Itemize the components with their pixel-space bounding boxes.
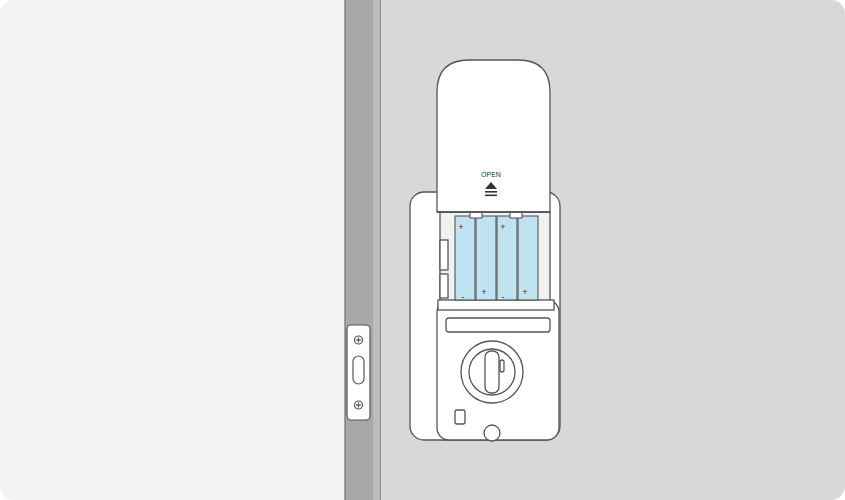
polarity-mark: + <box>481 288 486 297</box>
polarity-mark: + <box>522 288 527 297</box>
polarity-mark: - <box>502 293 505 302</box>
polarity-mark: - <box>462 293 465 302</box>
polarity-mark: + <box>500 223 505 232</box>
polarity-mark: + <box>458 223 463 232</box>
battery-cover <box>437 60 550 212</box>
background <box>0 0 345 500</box>
open-arrow <box>485 182 497 196</box>
door-edge <box>345 0 373 500</box>
strike-plate <box>347 325 370 420</box>
cover-label: OPEN <box>481 171 501 178</box>
thumb-turn <box>446 318 550 441</box>
lock-body <box>410 192 560 440</box>
batteries <box>455 212 538 300</box>
door-face <box>381 0 845 500</box>
door-edge-bevel <box>373 0 381 500</box>
